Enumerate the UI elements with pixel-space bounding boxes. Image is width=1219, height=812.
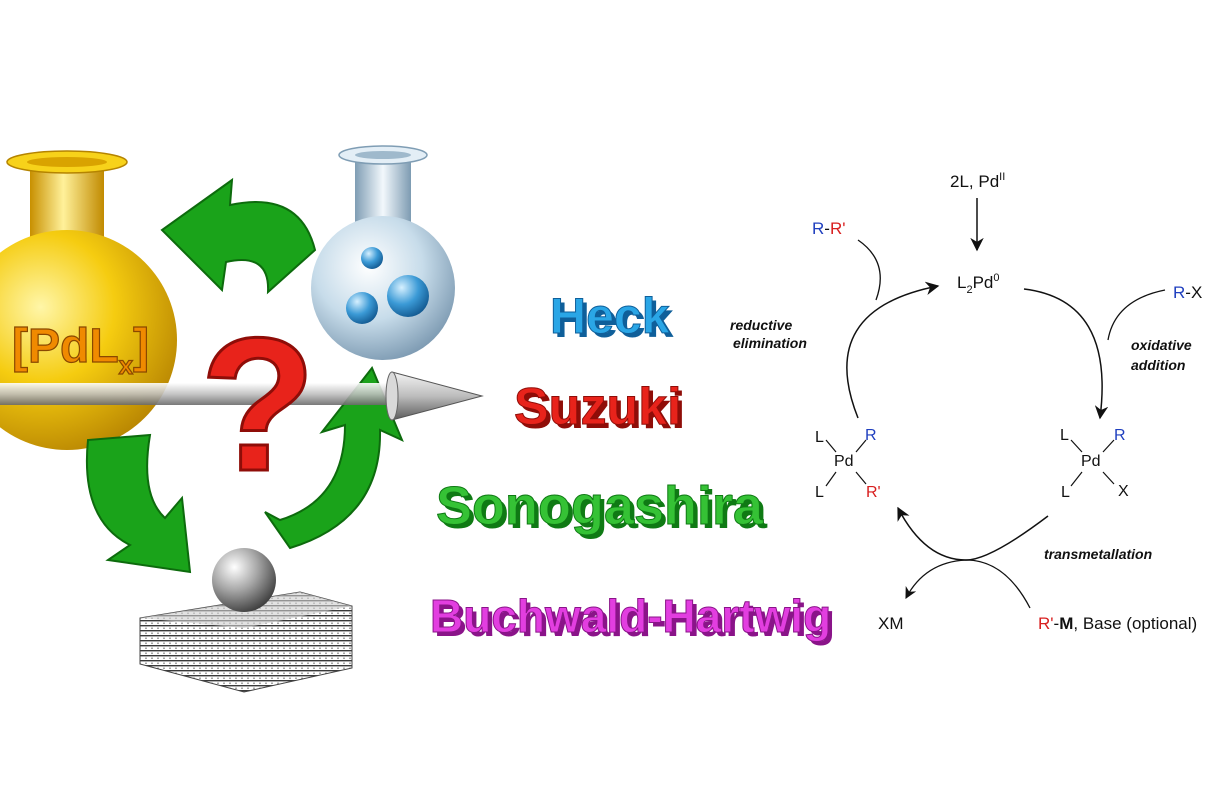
reaction-sonogashira-shadow: Sonogashira <box>440 480 768 540</box>
substrate-label: R-X <box>1173 283 1202 302</box>
catalyst-artwork: [PdLx] ? <box>0 145 484 693</box>
transmetallation-arc <box>897 506 1049 561</box>
reaction-heck: Heck <box>550 288 670 344</box>
bubble-icon <box>361 247 383 269</box>
reaction-names: Heck Heck Suzuki Suzuki Sonogashira Sono… <box>430 288 836 647</box>
question-mark-icon: ? <box>200 299 316 511</box>
svg-text:L: L <box>1060 427 1069 444</box>
catalytic-cycle: 2L, PdII L2Pd0 R-R' R-X reductive elimin… <box>730 171 1202 633</box>
reaction-buchwald-shadow: Buchwald-Hartwig <box>434 594 835 646</box>
product-release-curve <box>857 239 881 301</box>
svg-text:L: L <box>815 484 824 501</box>
reaction-suzuki: Suzuki <box>514 378 682 436</box>
bubble-icon <box>387 275 429 317</box>
metal-ball-icon <box>212 548 276 612</box>
svg-text:Pd: Pd <box>1081 453 1101 470</box>
oxidative-label-2: addition <box>1131 357 1185 373</box>
solid-support <box>139 548 353 693</box>
catalyst-label: L2Pd0 <box>957 272 1000 296</box>
complex-right: L Pd L R X <box>1060 427 1129 501</box>
transmetallation-label: transmetallation <box>1044 546 1152 562</box>
arrow-down-icon <box>85 433 192 574</box>
byproduct-label: XM <box>878 614 904 633</box>
substrate-entry-curve <box>1107 289 1166 341</box>
svg-text:R: R <box>1114 427 1126 444</box>
precursor-label: 2L, PdII <box>950 171 1005 191</box>
arrow-up-icon <box>264 366 404 550</box>
svg-text:L: L <box>815 429 824 446</box>
oxidative-addition-arc <box>1023 288 1109 420</box>
flask-label: [PdLx] <box>12 320 149 380</box>
reductive-label-1: reductive <box>730 317 792 333</box>
oxidative-label-1: oxidative <box>1131 337 1192 353</box>
product-label: R-R' <box>812 219 845 238</box>
svg-text:Pd: Pd <box>834 453 854 470</box>
reductive-elimination-arc <box>846 281 940 419</box>
reaction-heck-shadow: Heck <box>554 292 674 348</box>
complex-left: L Pd L R R' <box>815 427 881 501</box>
reductive-label-2: elimination <box>733 335 807 351</box>
glass-flask <box>311 145 455 360</box>
svg-text:R: R <box>865 427 877 444</box>
silver-arrow <box>0 371 484 421</box>
svg-text:R': R' <box>866 484 881 501</box>
recycle-arrows <box>85 177 404 574</box>
bubble-icon <box>346 292 378 324</box>
reaction-suzuki-shadow: Suzuki <box>518 382 686 440</box>
reagent-label: R'-M, Base (optional) <box>1038 614 1197 633</box>
arrow-top-icon <box>160 177 317 295</box>
reaction-buchwald: Buchwald-Hartwig <box>430 590 831 642</box>
reaction-sonogashira: Sonogashira <box>436 476 764 536</box>
svg-text:X: X <box>1118 483 1129 500</box>
svg-text:L: L <box>1061 484 1070 501</box>
gold-flask <box>0 150 177 450</box>
byproduct-release-curve <box>905 559 1031 609</box>
